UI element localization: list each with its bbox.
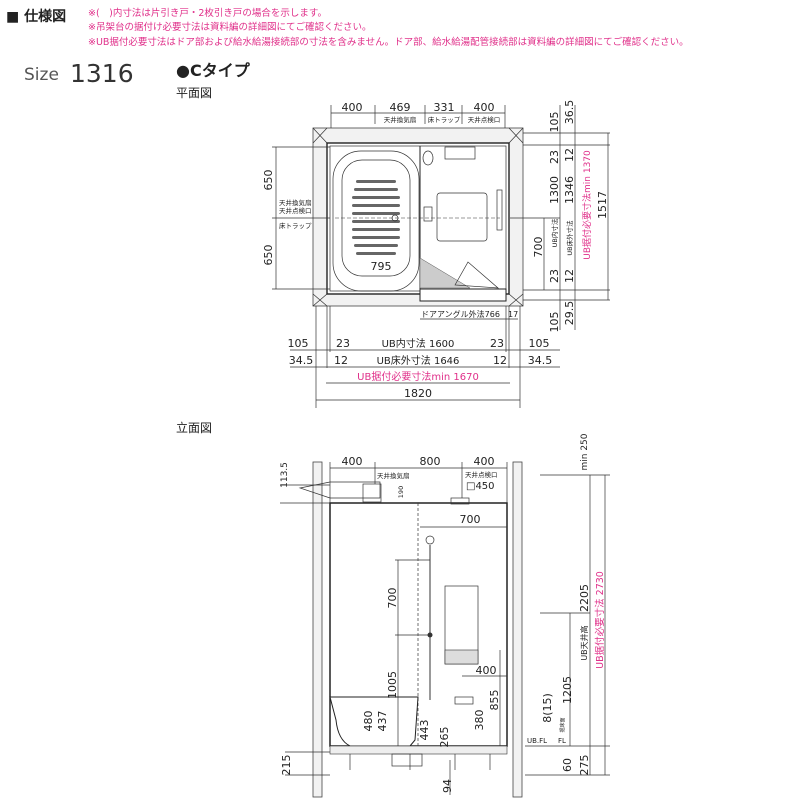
plan-dim-top-3: 331 <box>434 101 455 114</box>
elev-855: 855 <box>488 690 501 711</box>
elev-94: 94 <box>441 779 454 793</box>
plan-bottom-floor: UB床外寸法 1646 <box>377 354 460 367</box>
plan-right-inner-label: UB内寸法 <box>550 218 559 247</box>
elev-dim-top-3: 400 <box>474 455 495 468</box>
bathtub-elev <box>329 696 419 747</box>
plan-bottom-12-left: 12 <box>334 354 348 367</box>
plan-bottom-34-5-right: 34.5 <box>528 354 553 367</box>
plan-bottom-105-right: 105 <box>529 337 550 350</box>
elev-1205: 1205 <box>561 676 574 704</box>
elev-hatch-label: 天井点検口 <box>465 470 498 479</box>
plan-dim-top-4: 400 <box>474 101 495 114</box>
elev-113-5: 113.5 <box>280 462 290 488</box>
plan-right-1300: 1300 <box>548 176 561 204</box>
door-offset: 17 <box>508 310 518 319</box>
plan-right-12-top: 12 <box>563 148 576 162</box>
right-wall <box>512 461 523 798</box>
plan-dim-left-1: 650 <box>262 170 275 191</box>
door-frame <box>419 288 507 302</box>
plan-right-105-top: 105 <box>548 112 561 133</box>
elev-700-h: 700 <box>460 513 481 526</box>
elev-275: 275 <box>578 755 591 776</box>
plan-right-23-top: 23 <box>548 150 561 164</box>
elevation-view: 400 800 400 天井換気扇 天井点検口 □450 113.5 190 7… <box>280 433 610 798</box>
ventilation-fan <box>298 481 381 499</box>
type-label: ●Cタイプ <box>176 61 251 80</box>
plan-bottom-105-left: 105 <box>288 337 309 350</box>
elev-dim-top-2: 800 <box>420 455 441 468</box>
elev-265: 265 <box>438 727 451 748</box>
note-1: ※( )内寸法は片引き戸・2枚引き戸の場合を示します。 <box>88 7 327 19</box>
faucet <box>454 696 474 705</box>
left-wall <box>312 461 323 798</box>
elevation-title: 立面図 <box>176 420 212 435</box>
elev-dim-top-1: 400 <box>342 455 363 468</box>
plan-left-label-fan: 天井換気扇 <box>279 198 312 207</box>
elev-ceiling-label: UB天井高 <box>579 625 589 660</box>
tub-pattern <box>352 180 400 255</box>
elev-hatch-size: □450 <box>466 481 495 492</box>
wash-area <box>436 192 488 242</box>
plan-right-36-5: 36.5 <box>563 100 576 125</box>
plan-ub-outline <box>326 142 510 295</box>
elev-ub-fl: UB.FL <box>527 737 547 745</box>
shower-head-elev <box>425 535 435 545</box>
shower-head <box>422 150 434 166</box>
size-label: Size <box>24 65 59 85</box>
elev-443: 443 <box>418 720 431 741</box>
plan-right-29-5: 29.5 <box>563 301 576 326</box>
plan-right-floor-label: UB床外寸法 <box>565 220 574 256</box>
elev-400: 400 <box>476 664 497 677</box>
door-angle-label: ドアアングル外法766 <box>421 309 500 319</box>
note-2: ※吊架台の据付け必要寸法は資料編の詳細図にてご確認ください。 <box>88 21 371 33</box>
elev-required: UB据付必要寸法 2730 <box>594 571 606 669</box>
page-title: ■ 仕様図 <box>6 8 66 25</box>
elev-437: 437 <box>376 711 389 732</box>
inspection-hatch <box>450 497 470 505</box>
elev-215: 215 <box>280 755 293 776</box>
elev-1005: 1005 <box>386 671 399 699</box>
plan-bottom-23-right: 23 <box>490 337 504 350</box>
note-3: ※UB据付必要寸法はドア部および給水給湯接続部の寸法を含みません。ドア部、給水給… <box>88 36 689 48</box>
elev-2205: 2205 <box>578 584 591 612</box>
plan-label-trap: 床トラップ <box>428 115 461 124</box>
plan-bottom-34-5-left: 34.5 <box>289 354 314 367</box>
bathtub <box>332 150 420 292</box>
plan-title: 平面図 <box>176 86 212 100</box>
plan-label-hatch: 天井点検口 <box>468 115 501 124</box>
plan-bottom-inner: UB内寸法 1600 <box>382 337 455 350</box>
size-value: 1316 <box>70 59 134 88</box>
plan-right-required: UB据付必要寸法min 1370 <box>581 150 593 260</box>
plan-right-12-bottom: 12 <box>563 269 576 283</box>
plan-right-1517: 1517 <box>596 191 609 219</box>
elev-480: 480 <box>362 711 375 732</box>
plan-right-105-bottom: 105 <box>548 312 561 333</box>
elev-380: 380 <box>473 710 486 731</box>
plan-bottom-required: UB据付必要寸法min 1670 <box>357 370 479 383</box>
elev-8-15: 8(15) <box>541 693 554 723</box>
plan-bottom-12-right: 12 <box>493 354 507 367</box>
plan-right-700: 700 <box>532 237 545 258</box>
plan-bottom-23-left: 23 <box>336 337 350 350</box>
plan-right-1346: 1346 <box>563 176 576 204</box>
elev-60: 60 <box>561 758 574 772</box>
plan-right-23-bottom: 23 <box>548 269 561 283</box>
elev-190: 190 <box>397 486 405 498</box>
plan-left-label-hatch: 天井点検口 <box>279 206 312 215</box>
plan-dim-top-2: 469 <box>390 101 411 114</box>
elev-floor-label: 据床面 <box>559 717 566 732</box>
counter <box>444 146 476 160</box>
plan-left-label-trap: 床トラップ <box>279 221 312 230</box>
plan-dim-left-2: 650 <box>262 245 275 266</box>
elev-fan-label: 天井換気扇 <box>377 471 410 480</box>
plan-label-fan: 天井換気扇 <box>384 115 417 124</box>
elev-700-v: 700 <box>386 588 399 609</box>
plan-dim-top-1: 400 <box>342 101 363 114</box>
plan-view: 400 469 331 400 天井換気扇 床トラップ 天井点検口 650 65… <box>262 100 610 408</box>
floor-pan <box>329 745 508 755</box>
plan-bottom-1820: 1820 <box>404 387 432 400</box>
elev-min-250: min 250 <box>580 433 590 470</box>
elev-fl: FL <box>558 737 566 745</box>
tub-dimension: 795 <box>371 260 392 273</box>
